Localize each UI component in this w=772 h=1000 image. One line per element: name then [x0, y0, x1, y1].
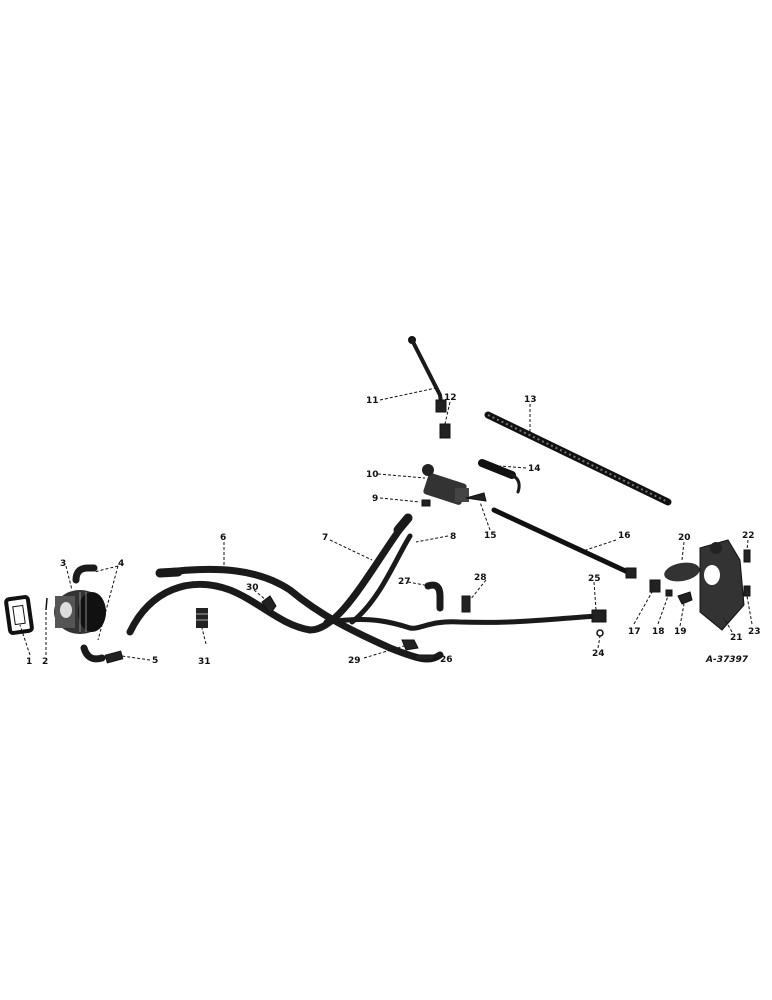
part-number-label: 23 — [748, 627, 761, 637]
part-number-label: 8 — [450, 532, 456, 542]
part-number-label: 21 — [730, 633, 743, 643]
part-number-label: 9 — [372, 494, 378, 504]
clamp-part-28 — [461, 595, 471, 613]
part-number-label: 22 — [742, 531, 755, 541]
part-number-label: 3 — [60, 559, 66, 569]
rod-part-13 — [484, 411, 672, 506]
part-number-label: 15 — [484, 531, 497, 541]
rod-thread — [487, 414, 669, 503]
part-number-label: 5 — [152, 656, 158, 666]
part-number-label: 31 — [198, 657, 211, 667]
part-number-label: 2 — [42, 657, 48, 667]
control-valve-part-21 — [699, 539, 745, 631]
part-number-label: 14 — [528, 464, 541, 474]
rod-part-16 — [491, 507, 635, 577]
lever-part-11 — [408, 336, 447, 413]
fitting-part-25 — [591, 609, 607, 623]
part-number-label: 18 — [652, 627, 665, 637]
washer-part-18 — [665, 589, 673, 597]
part-number-label: 11 — [366, 396, 379, 406]
small-part-23 — [743, 585, 751, 597]
part-number-label: 17 — [628, 627, 641, 637]
fitting-part-29 — [401, 639, 419, 651]
small-part-22 — [743, 549, 751, 563]
hose-part-25 — [323, 613, 601, 631]
clevis-part-12 — [439, 423, 451, 439]
elbow-part-27 — [424, 581, 444, 612]
part-number-label: 27 — [398, 577, 411, 587]
part-number-label: 26 — [440, 655, 453, 665]
gasket-part — [4, 595, 34, 635]
pump-part — [54, 590, 106, 634]
fitting-part-19 — [677, 591, 693, 605]
nut-part-17 — [649, 579, 661, 593]
leader-lines — [19, 387, 753, 661]
bushing-part-31 — [196, 608, 208, 628]
part-number-label: 10 — [366, 470, 379, 480]
screw-part-9 — [421, 499, 431, 507]
pin-part — [45, 597, 48, 611]
link-part-15 — [465, 492, 487, 502]
elbow-fitting-part — [72, 564, 106, 663]
part-number-label: 13 — [524, 395, 537, 405]
part-number-label: 20 — [678, 533, 691, 543]
hose-part-7-end — [393, 513, 413, 535]
hose-part-7 — [126, 518, 409, 636]
part-number-label: 30 — [246, 583, 259, 593]
part-number-label: 6 — [220, 533, 226, 543]
hose-part-6-end — [155, 567, 183, 578]
part-number-label: 25 — [588, 574, 601, 584]
drawing-code: A-37397 — [705, 655, 749, 665]
part-number-label: 7 — [322, 533, 328, 543]
pipe-part-8 — [349, 533, 413, 625]
part-number-label: 28 — [474, 573, 487, 583]
clip-part-30 — [261, 595, 277, 615]
part-number-label: 1 — [26, 657, 32, 667]
spring-part-14 — [478, 459, 521, 494]
rod-16-end — [625, 567, 637, 579]
part-number-label: 4 — [118, 559, 124, 569]
valve-part-10 — [422, 464, 469, 505]
part-number-label: 24 — [592, 649, 605, 659]
ring-part-24 — [596, 629, 604, 637]
fitting-part-5 — [104, 650, 124, 664]
part-number-label: 29 — [348, 656, 361, 666]
part-number-label: 19 — [674, 627, 687, 637]
part-number-label: 16 — [618, 531, 631, 541]
part-number-label: 12 — [444, 393, 457, 403]
cover-part-20 — [664, 562, 700, 582]
